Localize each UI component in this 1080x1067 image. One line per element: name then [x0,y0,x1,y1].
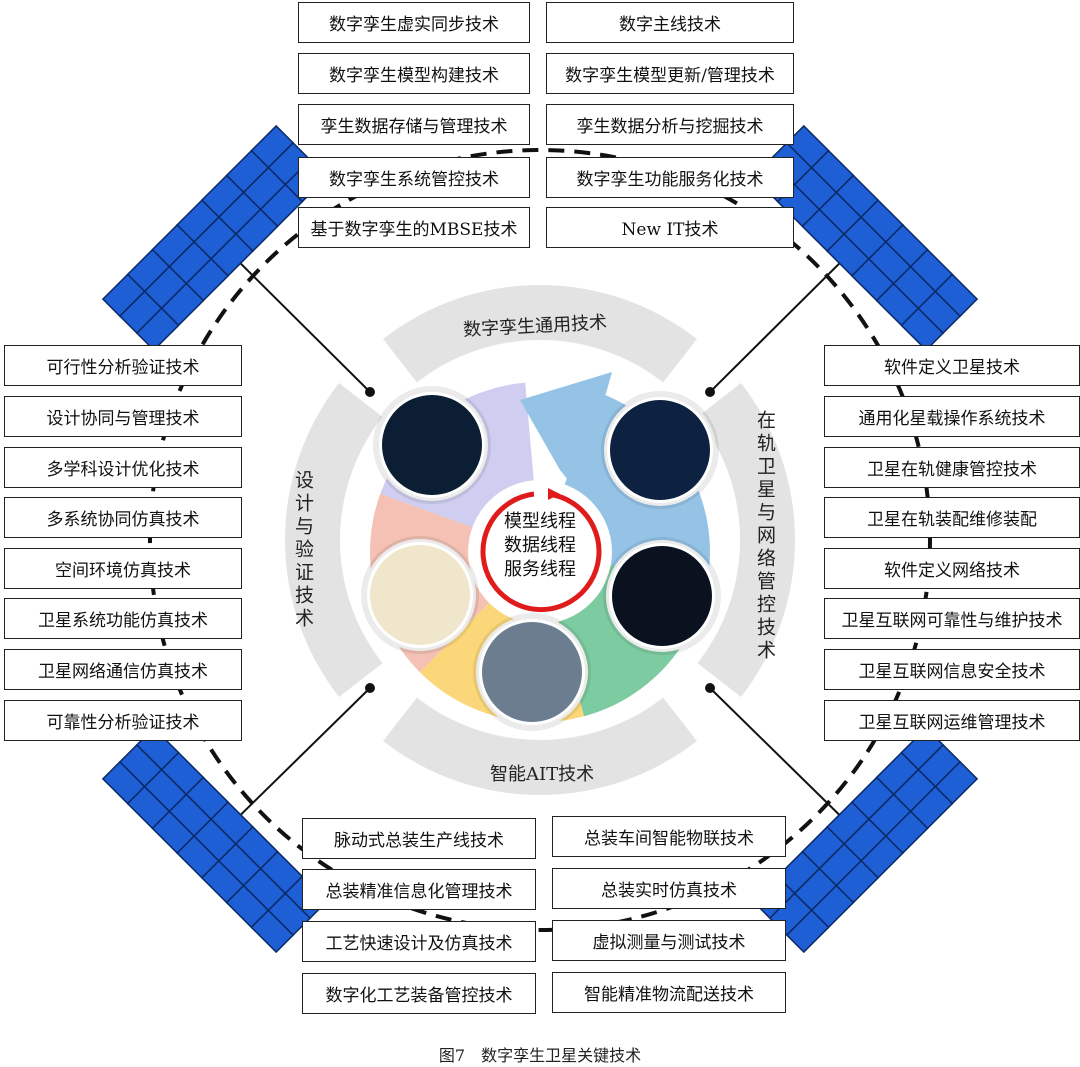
solar-cell [135,307,180,352]
tech-box: 基于数字孪生的MBSE技术 [298,207,530,248]
tech-box: 虚拟测量与测试技术 [552,920,786,961]
tech-box: 卫星系统功能仿真技术 [4,598,242,639]
tech-box: 数字孪生功能服务化技术 [546,157,794,198]
tech-box: 多学科设计优化技术 [4,447,242,488]
service-thread: 服务线程 [504,559,576,580]
connector-dot-bottom-right [705,683,715,693]
arc-label-left: 设计与验证技术 [292,470,314,631]
red-arrow-head [548,488,560,500]
model-thread: 模型线程 [504,511,576,532]
arc-label-right: 在轨卫星与网络管控技术 [754,410,776,663]
tech-box: 通用化星载操作系统技术 [824,396,1080,437]
center-disc [468,480,612,624]
tech-box: 卫星互联网运维管理技术 [824,700,1080,741]
tech-box: 数字孪生模型构建技术 [298,53,530,94]
solar-cell [785,909,830,954]
tech-box: 软件定义卫星技术 [824,345,1080,386]
connector-dot-top-right [705,387,715,397]
tech-box: 总装实时仿真技术 [552,868,786,909]
orbit-dashed-circle [148,148,932,932]
solar-panel-bottom-right [751,726,979,954]
data-thread: 数据线程 [504,535,576,556]
tech-box: 多系统协同仿真技术 [4,497,242,538]
arc-band-bottom [383,697,697,795]
solar-panel-bottom-left [101,726,329,954]
network-earth-image [610,400,710,500]
connector-dot-bottom-left [365,683,375,693]
tech-box: New IT技术 [546,207,794,248]
tech-box: 数字化工艺装备管控技术 [302,973,536,1014]
solar-cell [934,273,979,318]
connector-dot-top-left [365,387,375,397]
tech-box: 总装车间智能物联技术 [552,816,786,857]
tech-box: 数字孪生虚实同步技术 [298,2,530,43]
figure-caption: 图7 数字孪生卫星关键技术 [438,1046,642,1065]
tech-box: 孪生数据存储与管理技术 [298,104,530,145]
arc-band-right [697,383,795,697]
tech-box: 孪生数据分析与挖掘技术 [546,104,794,145]
thread-labels: 模型线程 数据线程 服务线程 [490,510,590,582]
arc-band-left [285,383,383,697]
tech-box: 卫星在轨健康管控技术 [824,447,1080,488]
tech-box: 可靠性分析验证技术 [4,700,242,741]
solar-panel-top-left [101,124,329,352]
tech-box: 数字孪生系统管控技术 [298,157,530,198]
arc-label-bottom: 智能AIT技术 [490,764,595,785]
satellite-design-image [370,545,470,645]
tech-box: 软件定义网络技术 [824,548,1080,589]
tech-box: 可行性分析验证技术 [4,345,242,386]
tech-box: 总装精准信息化管理技术 [302,869,536,910]
tech-box: 数字孪生模型更新/管理技术 [546,53,794,94]
tech-box: 脉动式总装生产线技术 [302,818,536,859]
tech-box: 设计协同与管理技术 [4,396,242,437]
cycle-arrow-head [520,372,640,520]
tech-box: 数字主线技术 [546,2,794,43]
tech-box: 卫星互联网可靠性与维护技术 [824,598,1080,639]
tech-box: 智能精准物流配送技术 [552,972,786,1013]
tech-box: 工艺快速设计及仿真技术 [302,921,536,962]
red-cycle-ring [480,491,602,613]
tech-box: 卫星在轨装配维修装配 [824,497,1080,538]
satellite-earth-image [612,546,712,646]
tech-box: 卫星网络通信仿真技术 [4,649,242,690]
arc-band-top [383,285,697,383]
tech-box: 卫星互联网信息安全技术 [824,649,1080,690]
globe-image [382,395,482,495]
tech-box: 空间环境仿真技术 [4,548,242,589]
assembly-line-image [482,622,582,722]
